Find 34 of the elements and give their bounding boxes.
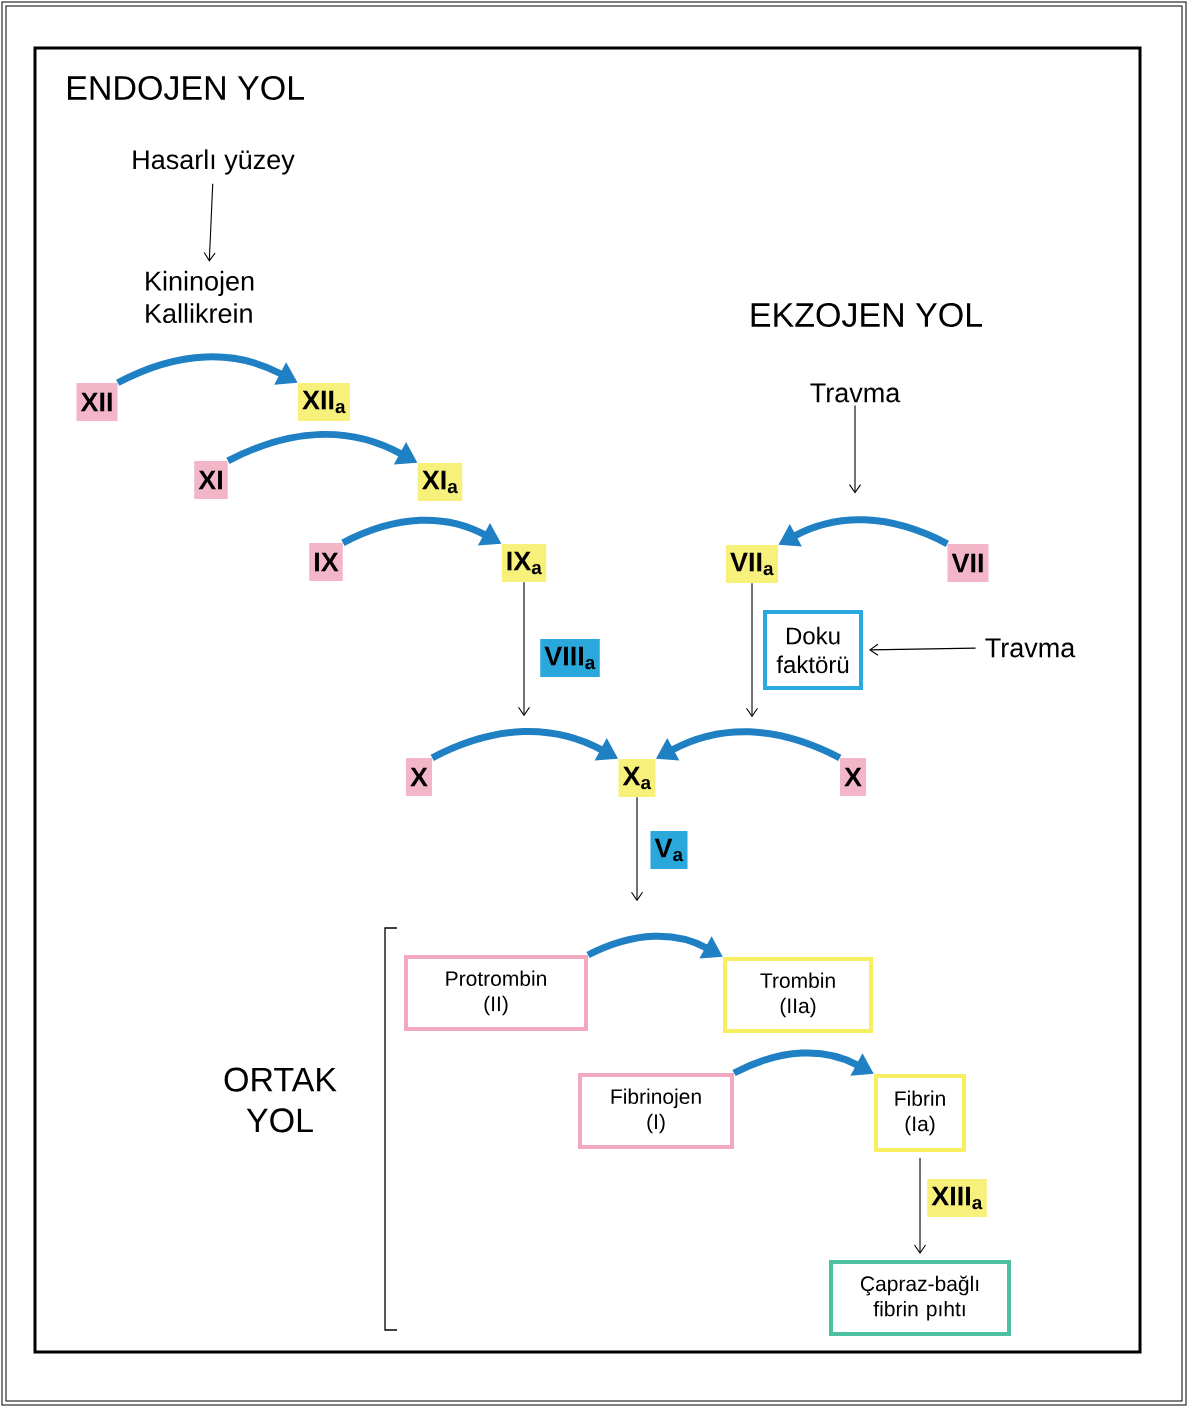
arrow — [745, 582, 759, 718]
protein-box: Protrombin (II) — [404, 955, 588, 1031]
arrow — [630, 796, 644, 902]
section-heading: EKZOJEN YOL — [751, 302, 982, 327]
protein-box: Çapraz-bağlı fibrin pıhtı — [829, 1260, 1011, 1336]
arrow — [913, 1157, 927, 1254]
factor-label: XII — [76, 383, 118, 421]
factor-label: XI$_{a}$ — [417, 463, 463, 501]
protein-box: Trombin (IIa) — [723, 957, 873, 1033]
pathway-label: Travma — [985, 638, 1076, 658]
factor-label: XI — [194, 461, 228, 499]
factor-label: V$_{a}$ — [650, 831, 688, 869]
factor-label: VII — [947, 544, 989, 582]
pathway-label: Kininojen Kallikrein — [146, 270, 254, 324]
arrow — [848, 405, 862, 494]
pathway-label: Travma — [810, 383, 901, 403]
arrow — [869, 643, 977, 656]
factor-label: VIII$_{a}$ — [540, 639, 600, 677]
factor-label: XIII$_{a}$ — [927, 1179, 987, 1217]
protein-box: Fibrinojen (I) — [578, 1073, 734, 1149]
factor-label: X — [406, 758, 432, 796]
pathway-label: Hasarlı yüzey — [133, 149, 295, 175]
arrow — [203, 183, 216, 262]
arrow — [517, 581, 531, 717]
factor-label: VII$_{a}$ — [726, 545, 778, 583]
factor-box: Doku faktörü — [763, 610, 863, 690]
factor-label: IX$_{a}$ — [501, 544, 547, 582]
section-heading: ENDOJEN YOL — [68, 75, 304, 100]
factor-label: XII$_{a}$ — [298, 383, 350, 421]
factor-label: X$_{a}$ — [618, 759, 656, 797]
section-heading: ORTAK YOL — [224, 1067, 337, 1133]
factor-label: IX — [309, 543, 343, 581]
protein-box: Fibrin (Ia) — [874, 1074, 966, 1152]
factor-label: X — [840, 758, 866, 796]
